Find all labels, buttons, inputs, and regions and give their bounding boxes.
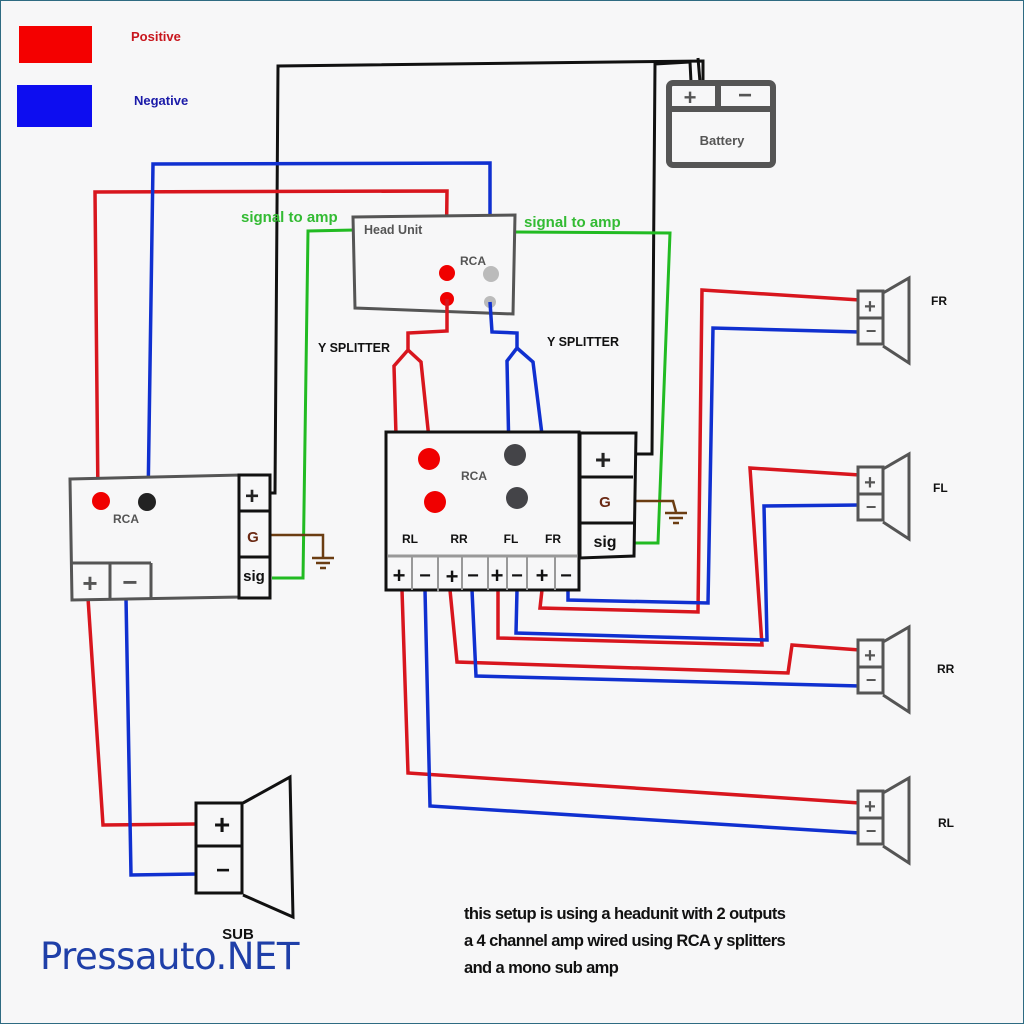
subwoofer-plus: + <box>214 809 230 840</box>
sub-amp: + − RCA + G sig <box>68 473 272 602</box>
y-splitter-label-left: Y SPLITTER <box>318 341 390 355</box>
signal-label-left: signal to amp <box>241 209 338 226</box>
sub-amp-out-negative: − <box>122 567 137 597</box>
wire-rr-positive <box>448 589 861 675</box>
subwoofer: + − SUB <box>194 774 295 943</box>
amp-speaker-terminals: + − + − + − + − <box>393 563 572 589</box>
speaker-fr-minus: − <box>866 321 877 341</box>
speaker-rr-plus: + <box>864 645 876 667</box>
wire-rl-negative <box>423 589 861 835</box>
wire-sub-negative <box>124 597 197 877</box>
wire-fr-positive <box>538 288 861 614</box>
ground-wire-4ch <box>636 499 678 513</box>
speaker-wires <box>400 288 861 835</box>
speaker-fr-plus: + <box>864 296 876 318</box>
signal-wire-right <box>514 230 672 545</box>
amp-rca-dark-bottom <box>506 487 528 509</box>
legend-positive-swatch <box>19 26 92 63</box>
ground-wire-sub <box>268 533 325 557</box>
speaker-rl: + − RL <box>856 775 954 866</box>
speaker-rr-minus: − <box>866 670 877 690</box>
amp-terminal-rr-negative: − <box>467 565 479 587</box>
signal-wires <box>272 228 672 580</box>
ground-wires <box>268 499 687 570</box>
speaker-rr-label: RR <box>937 662 955 676</box>
battery-label: Battery <box>700 133 746 148</box>
amp-channel-rr: RR <box>450 532 468 546</box>
amp-channel-fl: FL <box>504 532 519 546</box>
amp-terminal-fl-negative: − <box>511 565 523 587</box>
amp-rca-dark-top <box>504 444 526 466</box>
setup-note-line: a 4 channel amp wired using RCA y splitt… <box>464 932 786 950</box>
wire-sub-positive <box>86 597 197 827</box>
legend-negative-label: Negative <box>134 93 188 108</box>
setup-note: this setup is using a headunit with 2 ou… <box>464 901 786 982</box>
amp-ground-terminal: G <box>599 494 611 511</box>
head-unit: Head Unit RCA <box>351 213 517 316</box>
subwoofer-minus: − <box>216 857 230 884</box>
amp-channel-fr: FR <box>545 532 561 546</box>
amp-rca-red-bottom <box>424 491 446 513</box>
subwoofer-label: SUB <box>222 926 254 943</box>
amp-signal-terminal: sig <box>593 534 616 551</box>
speaker-fl-plus: + <box>864 472 876 494</box>
wire-fl-negative <box>514 503 861 642</box>
battery-negative-terminal: − <box>738 82 752 109</box>
speaker-fl: + − FL <box>856 451 948 542</box>
legend: Positive Negative <box>17 26 188 127</box>
amp-terminal-rl-positive: + <box>393 563 406 588</box>
signal-wire-left <box>272 228 356 580</box>
sub-amp-ground-terminal: G <box>247 529 259 546</box>
speaker-fl-minus: − <box>866 497 877 517</box>
amp-rca-label: RCA <box>461 469 487 483</box>
amp-terminal-fr-negative: − <box>560 565 572 587</box>
sub-wires <box>86 597 197 877</box>
sub-amp-power-positive: + <box>245 483 259 510</box>
head-unit-label: Head Unit <box>364 223 423 237</box>
sub-amp-rca-black <box>138 493 156 511</box>
amp-channel-rl: RL <box>402 532 418 546</box>
speaker-rr: + − RR <box>856 624 955 715</box>
battery-positive-terminal: + <box>684 85 697 110</box>
speaker-rl-plus: + <box>864 796 876 818</box>
amp-terminal-fr-positive: + <box>536 563 549 588</box>
power-wires <box>268 57 705 495</box>
amp-power-positive: + <box>595 444 611 475</box>
hu-rca-grey-top <box>483 266 499 282</box>
setup-note-line: this setup is using a headunit with 2 ou… <box>464 905 786 923</box>
amp-terminal-fl-positive: + <box>491 563 504 588</box>
speaker-fr: + − FR <box>856 275 947 366</box>
head-unit-rca-label: RCA <box>460 254 486 268</box>
y-splitter-blue <box>488 301 519 456</box>
y-splitter-label-right: Y SPLITTER <box>547 335 619 349</box>
speaker-rl-label: RL <box>938 816 954 830</box>
sub-amp-out-positive: + <box>82 568 97 598</box>
wire-fr-negative <box>566 326 861 605</box>
wire-rr-negative <box>470 589 861 688</box>
wire-fl-positive <box>496 466 861 647</box>
four-channel-amp: RCA RL RR FL FR + − + − + − + − <box>384 430 638 592</box>
y-splitter-red-branch <box>406 348 433 459</box>
legend-negative-swatch <box>17 85 92 127</box>
sub-amp-rca-red <box>92 492 110 510</box>
speaker-fr-label: FR <box>931 294 947 308</box>
wire-rl-positive <box>400 589 861 805</box>
amp-terminal-rl-negative: − <box>419 565 431 587</box>
speaker-rl-minus: − <box>866 821 877 841</box>
amp-terminal-rr-positive: + <box>446 564 459 589</box>
signal-label-right: signal to amp <box>524 214 621 231</box>
power-wire-sub-amp <box>268 59 705 495</box>
sub-amp-rca-label: RCA <box>113 512 139 526</box>
brand-watermark: Pressauto.NET <box>40 935 299 978</box>
setup-note-line: and a mono sub amp <box>464 959 619 977</box>
hu-rca-red-top <box>439 265 455 281</box>
legend-positive-label: Positive <box>131 29 181 44</box>
speaker-fl-label: FL <box>933 481 948 495</box>
power-wire-4ch-amp <box>636 60 693 456</box>
amp-rca-red-top <box>418 448 440 470</box>
sub-amp-signal-terminal: sig <box>243 568 265 585</box>
power-wire-sub-amp-link <box>696 57 702 83</box>
battery: + − Battery <box>666 80 776 168</box>
